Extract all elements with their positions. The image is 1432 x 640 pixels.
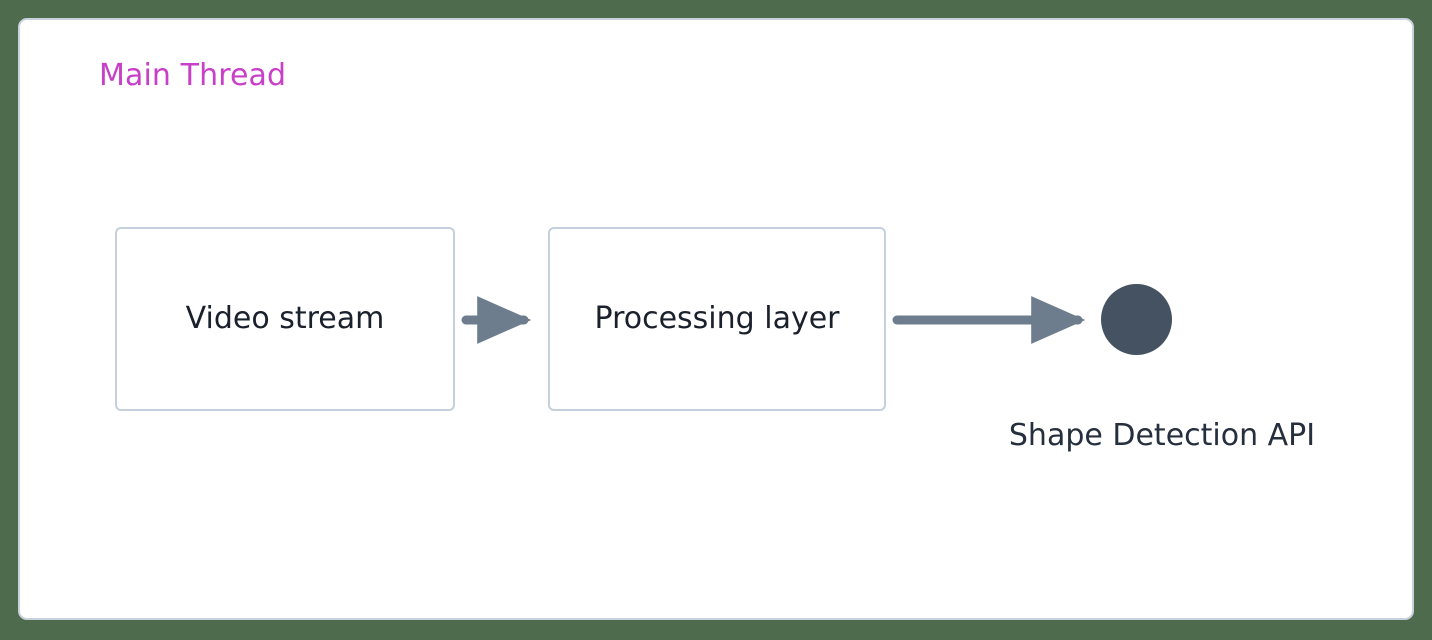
cluster-title-main-thread: Main Thread <box>99 58 287 93</box>
node-video-stream-label: Video stream <box>185 301 385 336</box>
node-processing-layer[interactable]: Processing layer <box>548 227 886 411</box>
node-processing-layer-label: Processing layer <box>594 301 840 336</box>
node-video-stream[interactable]: Video stream <box>115 227 455 411</box>
node-shape-detection-api[interactable] <box>1101 284 1172 355</box>
node-shape-detection-api-label: Shape Detection API <box>1008 418 1316 453</box>
